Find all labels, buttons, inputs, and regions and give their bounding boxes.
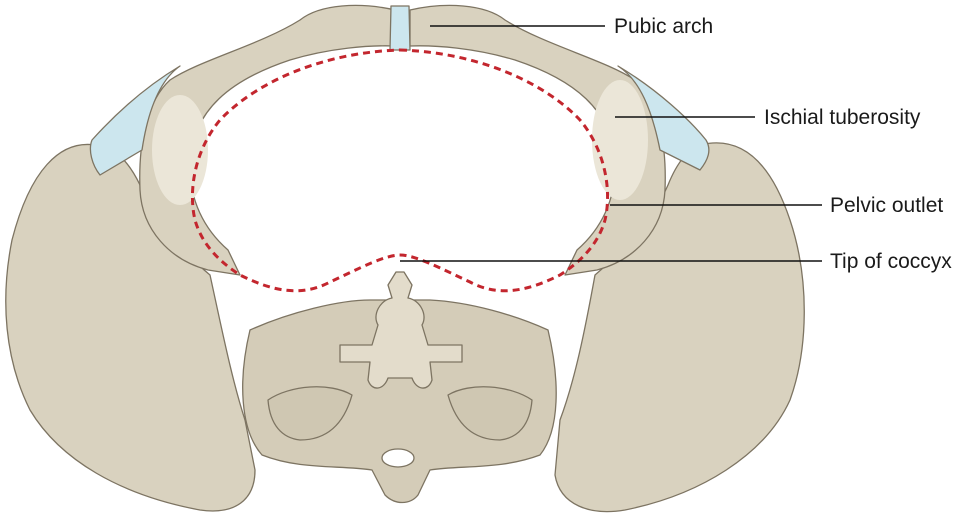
label-ischial-tuberosity: Ischial tuberosity — [764, 106, 921, 129]
label-pelvic-outlet: Pelvic outlet — [830, 194, 944, 217]
left-cartilage — [89, 65, 181, 176]
sacrum — [242, 299, 557, 504]
right-ischiopubic-ramus — [409, 4, 666, 276]
coccyx — [339, 271, 463, 389]
sacral-ala-left — [267, 386, 353, 441]
left-tuberosity-highlight — [152, 95, 208, 205]
right-tuberosity-highlight — [592, 80, 648, 200]
pubic-symphysis-cartilage — [389, 5, 411, 51]
sacral-ala-right — [447, 386, 533, 441]
left-ischiopubic-ramus — [139, 4, 396, 276]
pelvic-outlet-outline — [190, 48, 610, 293]
label-pubic-arch: Pubic arch — [614, 15, 714, 38]
right-ilium — [554, 142, 805, 513]
right-cartilage — [617, 65, 710, 171]
label-tip-of-coccyx: Tip of coccyx — [830, 250, 952, 273]
sacral-canal — [381, 448, 415, 468]
left-ilium — [5, 143, 256, 512]
pelvis-bones — [5, 4, 805, 513]
leader-lines — [400, 25, 822, 262]
